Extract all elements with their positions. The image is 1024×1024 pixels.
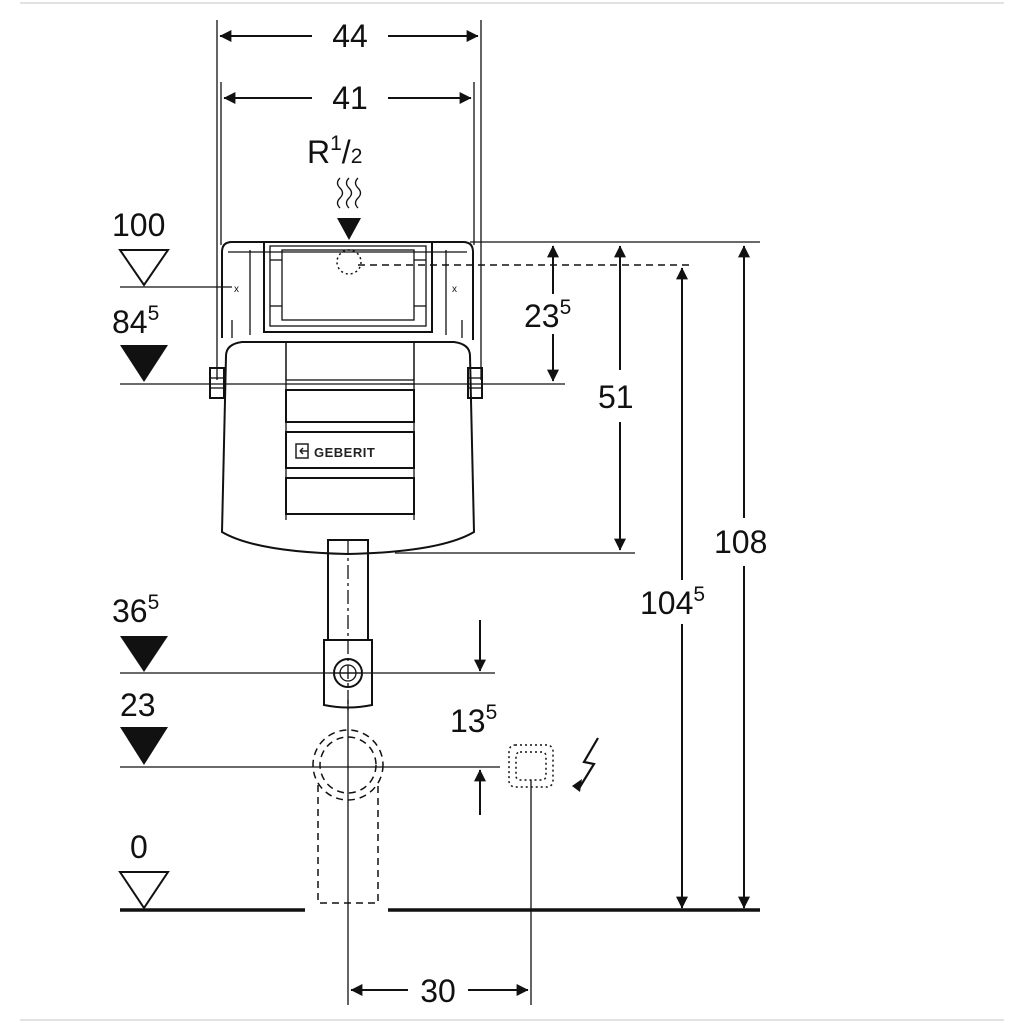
electric-power-icon	[572, 737, 599, 792]
brand-name: GEBERIT	[314, 445, 375, 460]
dim-height-104: 1045	[640, 583, 705, 621]
level-0: 0	[130, 829, 148, 865]
cistern: x x GEBERIT	[209, 241, 483, 904]
dim-width-outer: 44	[332, 18, 368, 54]
dim-height-51: 51	[598, 379, 634, 415]
connection-thread: R1/2	[307, 132, 362, 170]
level-36: 365	[112, 591, 159, 629]
level-84: 845	[112, 302, 159, 340]
dim-offset-30: 30	[420, 973, 456, 1009]
geberit-logo: GEBERIT	[295, 443, 375, 460]
extension-lines	[120, 20, 760, 1005]
water-inlet-icon	[336, 177, 362, 240]
level-marker-filled-icon	[120, 636, 168, 672]
level-100: 100	[112, 207, 165, 243]
dim-height-23: 235	[524, 296, 571, 334]
dimension-lines	[219, 30, 750, 996]
svg-text:x: x	[452, 284, 457, 295]
level-marker-filled-icon	[120, 345, 168, 382]
level-marker-open-icon	[118, 249, 170, 287]
power-socket	[508, 744, 554, 788]
level-marker-filled-icon	[120, 727, 168, 765]
level-23: 23	[120, 687, 156, 723]
svg-text:x: x	[234, 284, 239, 295]
dim-cable-13: 135	[450, 701, 497, 739]
dim-width-inner: 41	[332, 80, 368, 116]
dim-height-108: 108	[714, 524, 767, 560]
level-marker-open-icon	[118, 871, 170, 910]
